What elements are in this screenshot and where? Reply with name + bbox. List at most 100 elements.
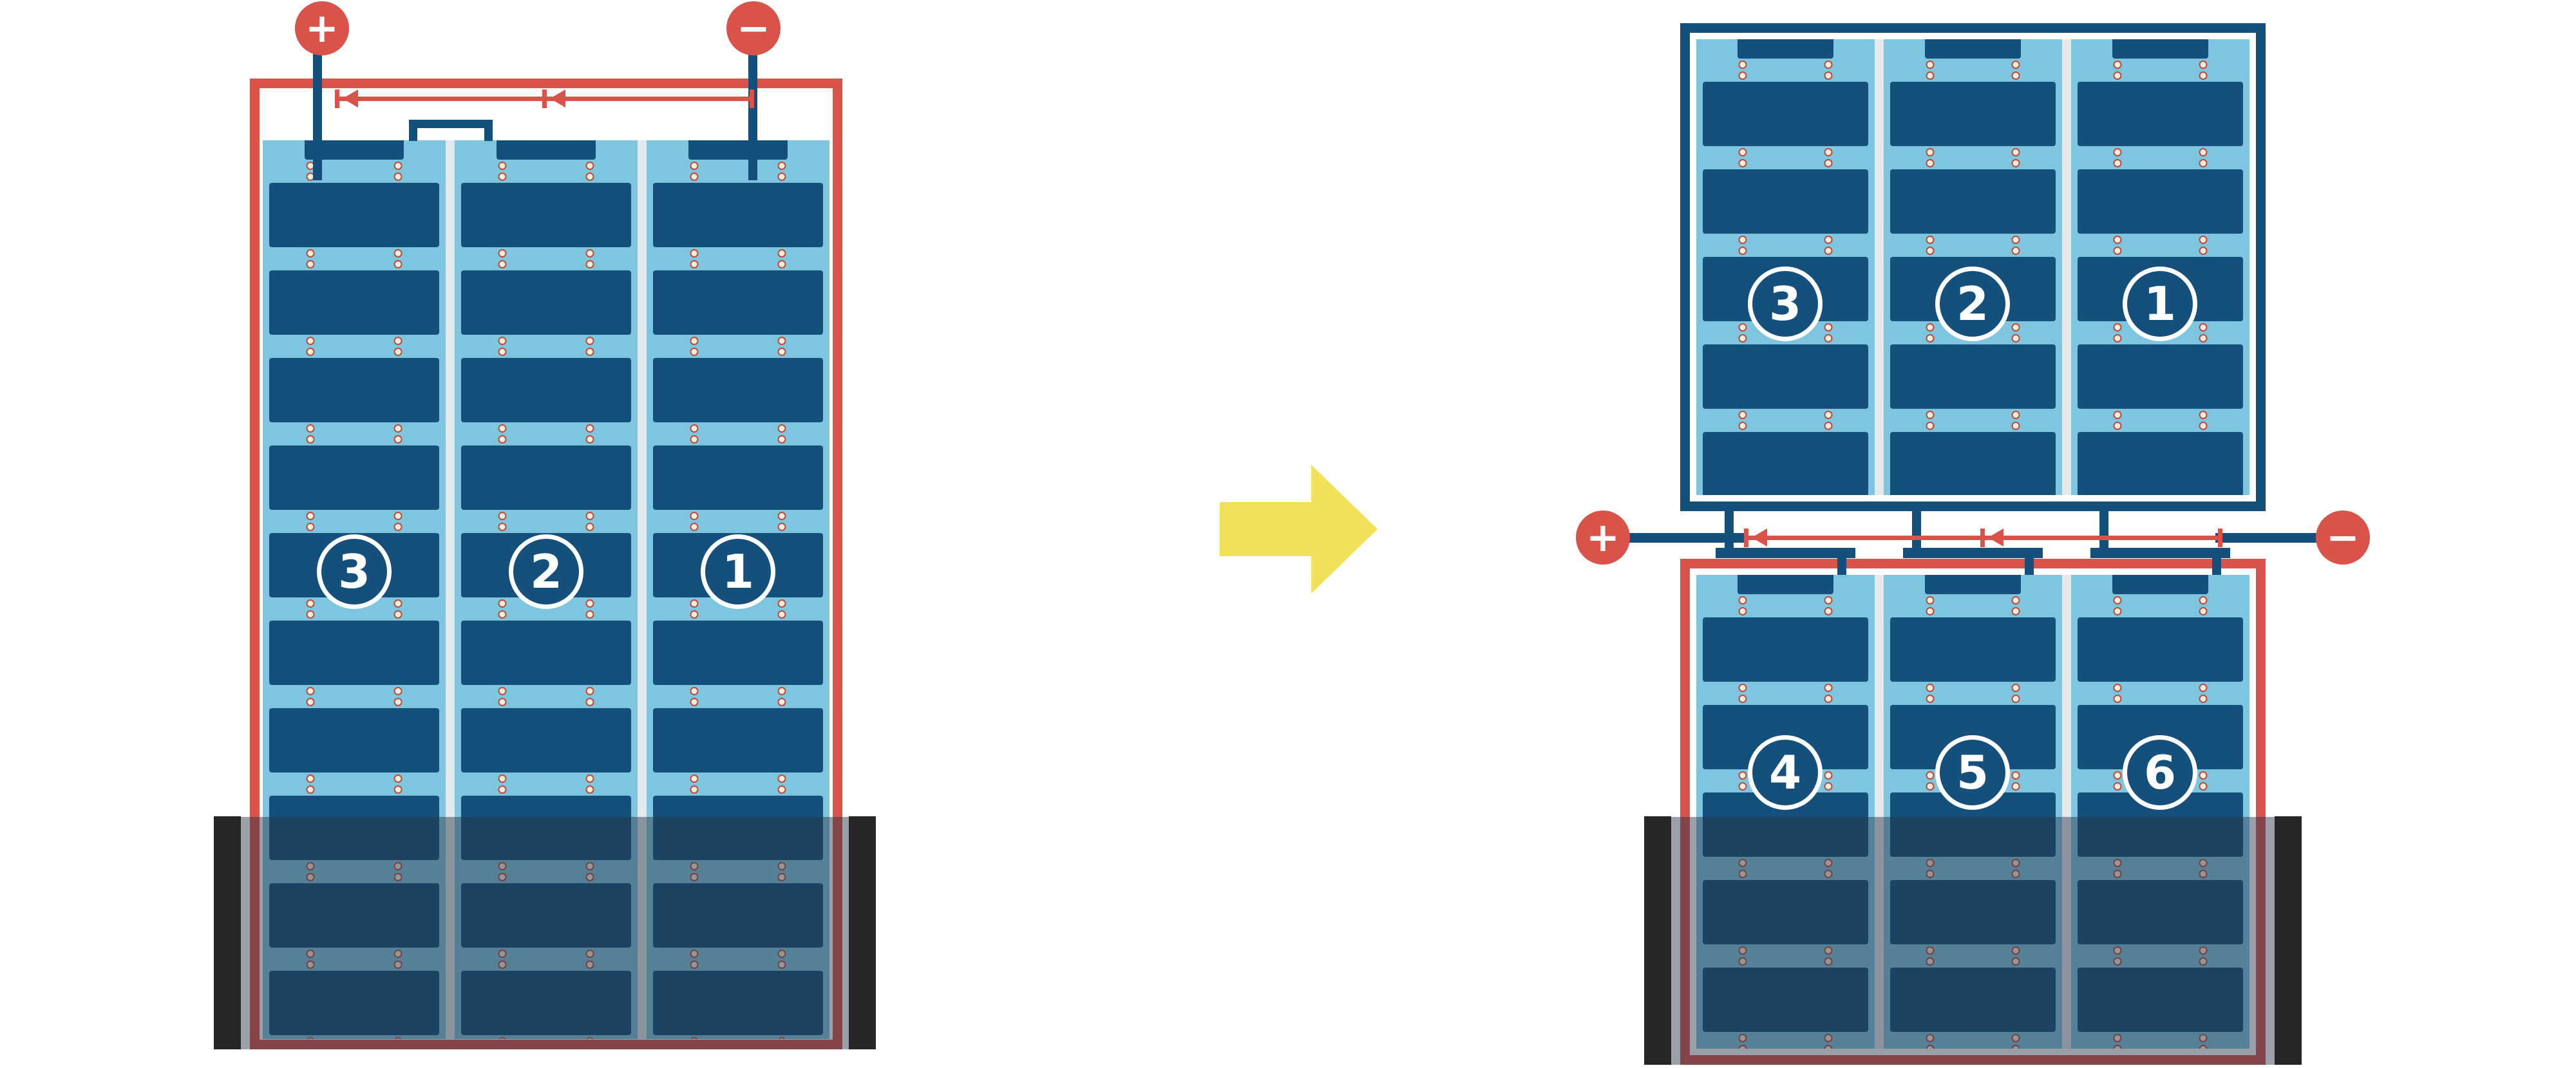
- busbar-dots-icon: [1738, 771, 1747, 791]
- busbar-dots-icon: [2199, 684, 2208, 703]
- busbar-dots-icon: [585, 599, 594, 619]
- busbar-dots-icon: [777, 1037, 786, 1039]
- cell-gap: [647, 597, 829, 621]
- busbar-dots-icon: [1824, 859, 1833, 878]
- solar-cell: [1703, 169, 1868, 234]
- busbar-dots-icon: [1738, 411, 1747, 430]
- busbar-dots-icon: [2199, 411, 2208, 430]
- busbar-dots-icon: [2199, 323, 2208, 342]
- cell-gap: [647, 335, 829, 358]
- cell-gap: [1696, 59, 1875, 82]
- cell-gap: [263, 948, 446, 971]
- string-label: 4: [1748, 735, 1823, 810]
- cell-gap: [647, 1035, 829, 1039]
- string-top-connector: [1924, 575, 2022, 594]
- cell-gap: [263, 773, 446, 796]
- cell-gap: [2071, 59, 2249, 82]
- busbar-dots-icon: [498, 862, 507, 881]
- busbar-dots-icon: [393, 599, 402, 619]
- busbar-dots-icon: [498, 1037, 507, 1039]
- busbar-dots-icon: [2011, 323, 2020, 342]
- shade-bar: [214, 816, 241, 1049]
- busbar-dots-icon: [690, 1037, 699, 1039]
- solar-cell: [2078, 82, 2243, 146]
- busbar-dots-icon: [690, 249, 699, 268]
- cell-gap: [1696, 769, 1875, 792]
- cell-gap: [1884, 682, 2062, 705]
- busbar-dots-icon: [2199, 771, 2208, 791]
- cell-gap: [263, 597, 446, 621]
- busbar-dots-icon: [1824, 61, 1833, 80]
- shade-bar: [2275, 816, 2302, 1065]
- solar-cell: [653, 971, 823, 1035]
- busbar-dots-icon: [2011, 411, 2020, 430]
- busbar-dots-icon: [306, 337, 315, 356]
- cell-gap: [647, 773, 829, 796]
- string-label: 3: [317, 534, 392, 609]
- busbar-dots-icon: [306, 774, 315, 794]
- solar-cell: [653, 883, 823, 948]
- cell-gap: [455, 510, 638, 533]
- terminal-stem: [1628, 533, 1744, 543]
- busbar-dots-icon: [1926, 236, 1935, 255]
- busbar-dots-icon: [1738, 946, 1747, 966]
- busbar-dots-icon: [2113, 596, 2122, 615]
- busbar-dots-icon: [1926, 61, 1935, 80]
- cell-gap: [263, 335, 446, 358]
- busbar-dots-icon: [393, 512, 402, 531]
- current-tick: [2218, 529, 2222, 547]
- busbar-dots-icon: [2011, 771, 2020, 791]
- string-label: 1: [701, 534, 775, 609]
- cell-gap: [263, 685, 446, 708]
- cell-gap: [1696, 1032, 1875, 1049]
- busbar-dots-icon: [393, 950, 402, 969]
- string-label: 2: [509, 534, 583, 609]
- series-link: [1716, 548, 1855, 558]
- series-link-stub: [2099, 511, 2108, 550]
- cell-gap: [1884, 594, 2062, 617]
- cell-gap: [2071, 321, 2249, 344]
- module-frame: [1680, 559, 2266, 1065]
- solar-cell: [2078, 880, 2243, 944]
- terminal-stem: [2215, 533, 2318, 543]
- solar-cell: [461, 445, 631, 510]
- solar-cell: [2078, 432, 2243, 495]
- busbar-dots-icon: [690, 950, 699, 969]
- cell-gap: [263, 1035, 446, 1039]
- busbar-dots-icon: [777, 950, 786, 969]
- busbar-dots-icon: [393, 249, 402, 268]
- busbar-dots-icon: [585, 512, 594, 531]
- busbar-dots-icon: [1824, 411, 1833, 430]
- string-top-connector: [2112, 575, 2209, 594]
- series-link-stub: [1912, 511, 1921, 550]
- busbar-dots-icon: [2113, 236, 2122, 255]
- solar-cell: [653, 796, 823, 860]
- busbar-dots-icon: [1926, 859, 1935, 878]
- solar-cell: [653, 445, 823, 510]
- cell-gap: [455, 860, 638, 883]
- busbar-dots-icon: [306, 950, 315, 969]
- string-label: 2: [1935, 267, 2010, 341]
- busbar-dots-icon: [585, 774, 594, 794]
- busbar-dots-icon: [2011, 946, 2020, 966]
- cell-gap: [455, 335, 638, 358]
- series-link-stub: [1837, 555, 1846, 575]
- cell-gap: [1884, 146, 2062, 169]
- busbar-dots-icon: [2011, 61, 2020, 80]
- busbar-dots-icon: [498, 599, 507, 619]
- busbar-dots-icon: [2199, 946, 2208, 966]
- cell-gap: [1696, 944, 1875, 968]
- solar-cell: [461, 708, 631, 773]
- busbar-dots-icon: [585, 862, 594, 881]
- string-label: 6: [2123, 735, 2197, 810]
- shade-overlay: [214, 817, 876, 1049]
- busbar-dots-icon: [2113, 148, 2122, 167]
- solar-cell: [269, 971, 439, 1035]
- busbar-dots-icon: [1926, 946, 1935, 966]
- busbar-dots-icon: [777, 599, 786, 619]
- busbar-dots-icon: [777, 249, 786, 268]
- solar-cell: [1890, 344, 2056, 409]
- busbar-dots-icon: [690, 424, 699, 444]
- busbar-dots-icon: [1824, 771, 1833, 791]
- busbar-dots-icon: [2113, 61, 2122, 80]
